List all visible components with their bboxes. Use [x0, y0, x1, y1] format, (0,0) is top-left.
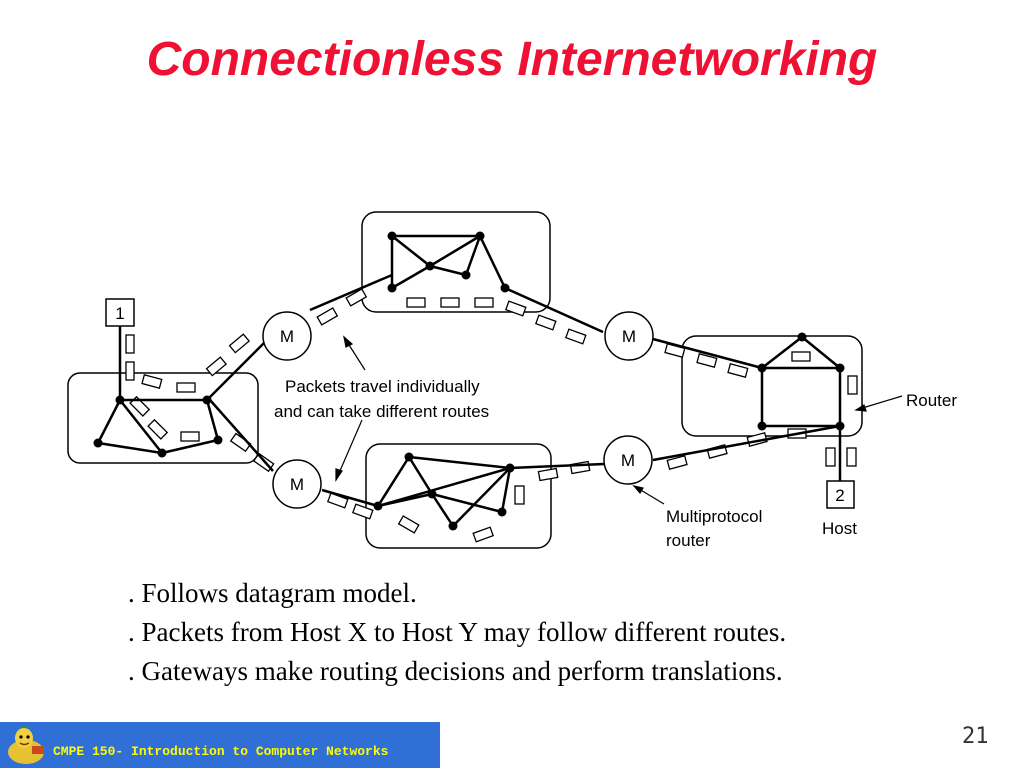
packet-icon: [666, 455, 688, 470]
multiprotocol-router-symbol: M: [622, 327, 636, 346]
packet-icon: [180, 431, 200, 442]
packet-icon: [397, 515, 420, 534]
packet-icon: [825, 447, 836, 467]
bullet-item: . Packets from Host X to Host Y may foll…: [128, 617, 787, 647]
host-2-label: 2: [835, 486, 844, 505]
packet-icon: [534, 314, 557, 331]
packet-icon: [846, 447, 857, 467]
packet-trails: [125, 288, 858, 543]
multiprotocol-router-symbol: M: [280, 327, 294, 346]
annotation-arrows: [335, 335, 903, 505]
packet-icon: [125, 361, 135, 381]
router-nodes: [93, 231, 845, 531]
multiprotocol-routers: [262, 311, 654, 509]
packet-icon: [791, 351, 811, 362]
internetwork-diagram: M M M M 1 2 Packets travel individually …: [67, 211, 957, 550]
multiprotocol-router-symbol: M: [621, 451, 635, 470]
packet-icon: [537, 467, 559, 482]
packet-icon: [474, 297, 494, 308]
packet-icon: [564, 328, 587, 345]
network-right: [681, 335, 863, 437]
packet-icon: [514, 485, 525, 505]
host-1-box: [105, 298, 135, 327]
bullet-item: . Follows datagram model.: [128, 578, 417, 608]
inter-network-links: [118, 273, 842, 508]
packet-icon: [147, 418, 169, 440]
packet-icon: [176, 382, 196, 393]
network-bottom: [365, 443, 552, 549]
bullet-list: . Follows datagram model. . Packets from…: [128, 574, 786, 691]
packet-icon: [351, 503, 374, 520]
packet-icon: [727, 363, 749, 378]
course-title: CMPE 150- Introduction to Computer Netwo…: [53, 744, 389, 759]
host-label: Host: [822, 519, 857, 538]
packet-icon: [406, 297, 426, 308]
multiprotocol-router-label-line1: Multiprotocol: [666, 507, 762, 526]
packet-icon: [345, 288, 368, 307]
subnet-links: [96, 234, 842, 527]
packet-icon: [316, 307, 339, 326]
packet-icon: [228, 333, 251, 354]
packet-icon: [504, 300, 527, 317]
multiprotocol-router-left-top: [262, 311, 312, 361]
packet-icon: [440, 297, 460, 308]
packet-icon: [141, 374, 163, 389]
bullet-item: . Gateways make routing decisions and pe…: [128, 656, 783, 686]
multiprotocol-router-left-bottom: [272, 459, 322, 509]
network-left: [67, 372, 259, 464]
packet-icon: [125, 334, 135, 354]
mascot-logo-icon: [2, 722, 50, 768]
packet-icon: [569, 460, 591, 475]
slide-title: Connectionless Internetworking: [146, 33, 878, 86]
packet-icon: [205, 356, 228, 377]
multiprotocol-router-label-line2: router: [666, 531, 711, 550]
multiprotocol-router-symbol: M: [290, 475, 304, 494]
multiprotocol-router-right-top: [604, 311, 654, 361]
page-number: 21: [962, 724, 989, 749]
multiprotocol-router-right-bottom: [603, 435, 653, 485]
router-label: Router: [906, 391, 957, 410]
packet-icon: [696, 353, 718, 368]
packet-icon: [847, 375, 858, 395]
packet-icon: [472, 526, 495, 543]
network-top: [361, 211, 551, 313]
host-1-label: 1: [115, 304, 124, 323]
annotation-packets-line2: and can take different routes: [274, 402, 489, 421]
host-2-box: [826, 480, 855, 509]
annotation-packets-line1: Packets travel individually: [285, 377, 480, 396]
footer-bar: CMPE 150- Introduction to Computer Netwo…: [0, 722, 440, 768]
